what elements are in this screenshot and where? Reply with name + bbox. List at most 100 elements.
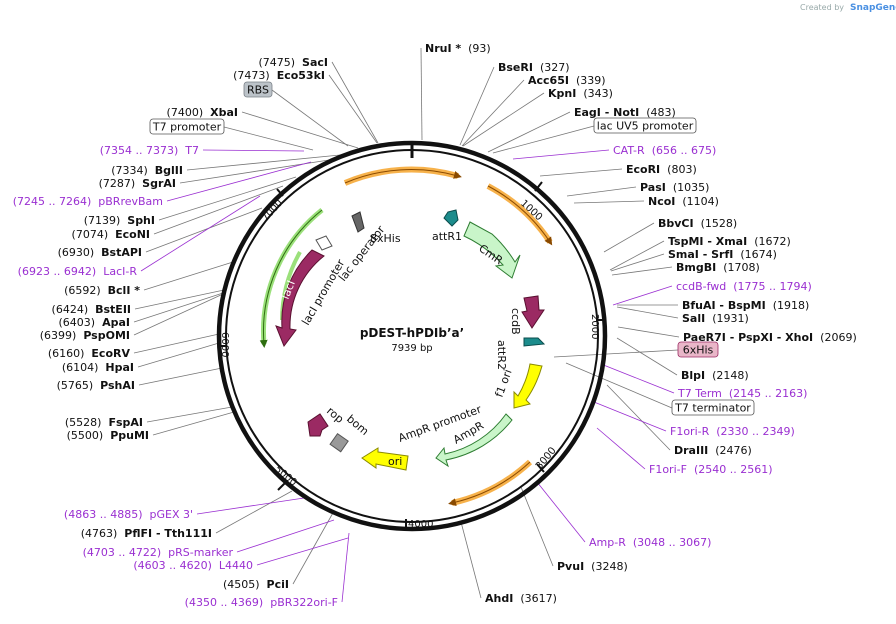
site-label-draiii: DraIII (2476) — [674, 444, 752, 457]
site-leader-pshai — [138, 367, 223, 386]
primer-name: Amp-R — [589, 536, 626, 549]
site-name: BfuAI - BspMI — [682, 299, 766, 312]
primer-name: pBRrevBam — [98, 195, 163, 208]
ccdb-label: ccdB — [509, 308, 522, 335]
site-leader-apai — [133, 292, 224, 323]
site-label-acc65i: Acc65I (339) — [528, 74, 606, 87]
site-position: (4763) — [81, 527, 118, 540]
primer-leader-pbrrevbam — [166, 161, 312, 202]
site-position: (1104) — [682, 195, 719, 208]
site-label-tspmi-xmai: TspMI - XmaI (1672) — [668, 235, 791, 248]
primer-leader-prs-marker — [236, 519, 335, 553]
site-name: Acc65I — [528, 74, 569, 87]
site-position: (4505) — [223, 578, 260, 591]
site-leader-sphi — [158, 176, 297, 221]
site-leader-pvui — [520, 486, 554, 567]
primer-name: T7 — [184, 144, 199, 157]
orf-arc-right-line — [487, 185, 553, 246]
primer-leader-amp-r — [536, 481, 586, 543]
primer-leader-f1ori-f — [596, 427, 646, 470]
primer-name: pGEX 3' — [149, 508, 193, 521]
primer-name: LacI-R — [103, 265, 137, 278]
box-leader-t7-promoter — [223, 126, 314, 151]
primer-name: L4440 — [219, 559, 253, 572]
site-label-nrui: NruI * (93) — [425, 42, 491, 55]
primer-range: (4863 .. 4885) — [64, 508, 143, 521]
site-leader-xbai — [241, 111, 359, 149]
site-label-eagi-noti: EagI - NotI (483) — [574, 106, 676, 119]
site-position: (5765) — [57, 379, 94, 392]
primer-label-prs-marker: (4703 .. 4722) pRS-marker — [83, 546, 234, 559]
site-position: (7475) — [258, 56, 295, 69]
primer-name: F1ori-R — [670, 425, 710, 438]
feature-box-label-6xhis: 6xHis — [683, 344, 714, 357]
site-leader-sali — [616, 306, 679, 319]
site-label-bglii: (7334) BglII — [111, 164, 183, 177]
site-position: (6160) — [48, 347, 85, 360]
site-label-bsteii: (6424) BstEII — [52, 303, 131, 316]
site-position: (5500) — [67, 429, 104, 442]
site-label-pflfi-tth111i: (4763) PflFI - Tth111I — [81, 527, 212, 540]
primer-label-pbr322ori-f: (4350 .. 4369) pBR322ori-F — [185, 596, 338, 609]
primer-leader-laci-r — [140, 195, 261, 272]
site-position: (7334) — [111, 164, 148, 177]
site-leader-pspomi — [133, 293, 224, 336]
site-position: (6399) — [40, 329, 77, 342]
site-name: XbaI — [210, 106, 238, 119]
primer-name: pRS-marker — [168, 546, 233, 559]
site-name: PshAI — [100, 379, 135, 392]
primer-leader-pbr322ori-f — [341, 532, 350, 603]
site-label-pshai: (5765) PshAI — [57, 379, 135, 392]
tick-5000 — [277, 482, 286, 491]
site-position: (2148) — [712, 369, 749, 382]
primer-label-ccdb-fwd: ccdB-fwd (1775 .. 1794) — [676, 280, 812, 293]
site-position: (343) — [583, 87, 613, 100]
site-name: BmgBI — [676, 261, 716, 274]
site-name: BstEII — [95, 303, 131, 316]
laci-orf-arc-line — [259, 209, 323, 348]
site-position: (1931) — [712, 312, 749, 325]
site-name: BclI * — [108, 284, 141, 297]
primer-range: (4350 .. 4369) — [185, 596, 264, 609]
site-leader-nrui — [420, 47, 423, 141]
site-position: (803) — [667, 163, 697, 176]
site-position: (2476) — [715, 444, 752, 457]
site-leader-ecori — [539, 168, 623, 177]
site-label-pasi: PasI (1035) — [640, 181, 709, 194]
site-position: (7287) — [99, 177, 136, 190]
site-leader-draiii — [606, 384, 671, 451]
ori-feature — [361, 447, 409, 471]
feature-box-label-rbs: RBS — [247, 84, 269, 97]
his-tag-label: 8xHis — [370, 232, 401, 245]
box-leader-lac-uv5-promoter — [492, 125, 595, 154]
site-label-bstapi: (6930) BstAPI — [58, 246, 142, 259]
site-leader-bglii — [186, 154, 341, 171]
feature-box-label-t7-terminator: T7 terminator — [674, 402, 751, 415]
site-position: (7074) — [72, 228, 109, 241]
bom-feature — [329, 432, 349, 453]
primer-name: ccdB-fwd — [676, 280, 726, 293]
site-position: (7139) — [84, 214, 121, 227]
site-leader-hpai — [137, 342, 220, 368]
site-name: BstAPI — [101, 246, 142, 259]
site-label-apai: (6403) ApaI — [59, 316, 130, 329]
orf-arc-top — [343, 166, 459, 186]
primer-label-t7-term: T7 Term (2145 .. 2163) — [677, 387, 807, 400]
site-leader-fspai — [146, 406, 233, 423]
site-name: KpnI — [548, 87, 576, 100]
site-name: PspOMI — [83, 329, 130, 342]
site-position: (339) — [576, 74, 606, 87]
site-name: PasI — [640, 181, 666, 194]
site-label-saci: (7475) SacI — [258, 56, 328, 69]
primer-name: pBR322ori-F — [270, 596, 338, 609]
site-leader-bbvci — [603, 222, 655, 253]
site-name: SphI — [127, 214, 155, 227]
tick-1000 — [534, 181, 543, 192]
tick-label-5000: 5000 — [272, 464, 299, 489]
box-leader-rbs — [271, 89, 349, 147]
site-name: FspAI — [108, 416, 143, 429]
site-leader-acc65i — [461, 79, 525, 147]
site-leader-econi — [153, 185, 284, 235]
site-name: PvuI — [557, 560, 584, 573]
site-name: EcoNI — [115, 228, 150, 241]
